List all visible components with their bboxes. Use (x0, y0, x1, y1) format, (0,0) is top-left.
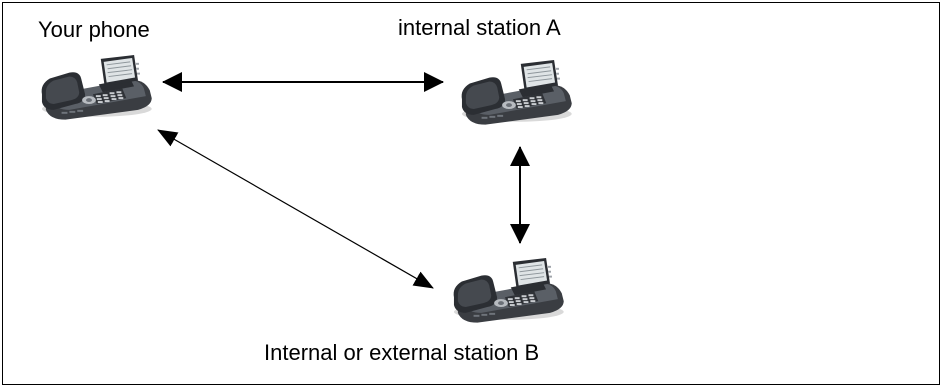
arrow-you-to-b (157, 129, 434, 289)
station-a-phone-icon (461, 59, 573, 126)
your-phone-label: Your phone (38, 17, 150, 42)
station-a-label: internal station A (398, 15, 561, 40)
station-b-label: Internal or external station B (264, 340, 540, 365)
your-phone-icon (41, 54, 153, 121)
station-b-phone-icon (453, 257, 565, 324)
diagram-frame (2, 2, 940, 385)
